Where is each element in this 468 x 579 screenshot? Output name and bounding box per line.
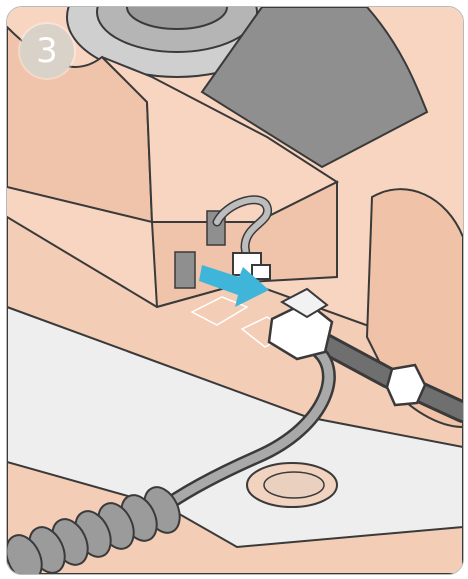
connection-illustration: [7, 7, 463, 574]
step-number-badge: 3: [20, 24, 74, 78]
ferrite-clip-icon: [387, 365, 425, 405]
illustration-frame: 3: [6, 6, 464, 575]
round-button: [247, 463, 337, 507]
